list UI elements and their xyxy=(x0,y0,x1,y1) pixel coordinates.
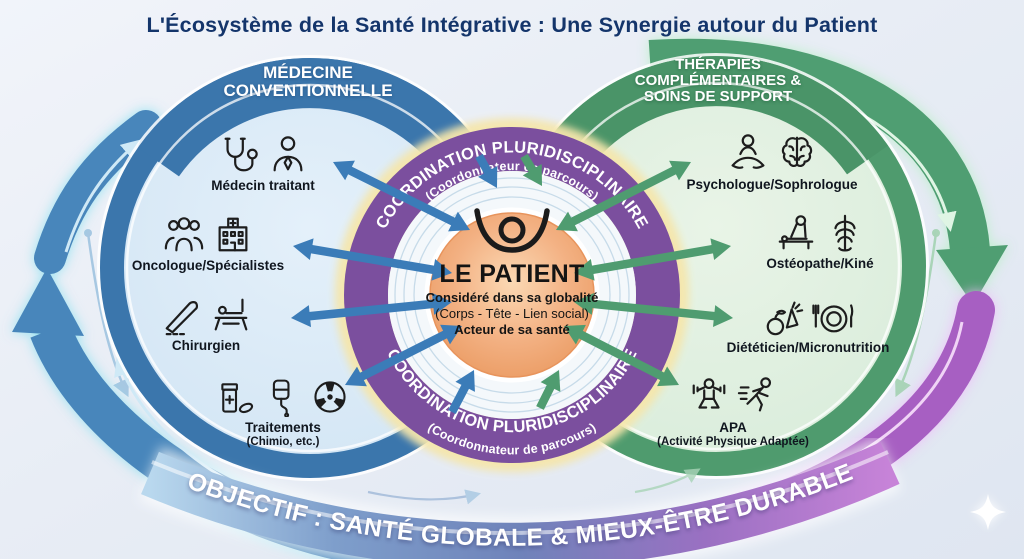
operating-table-icon xyxy=(214,298,247,331)
brain-icon xyxy=(781,136,812,167)
item-label: Chirurgien xyxy=(171,338,241,353)
item-traitements: Traitements (Chimio, etc.) xyxy=(183,376,383,448)
item-oncologue-specialistes: Oncologue/Spécialistes xyxy=(108,214,308,274)
item-psychologue-sophrologue: Psychologue/Sophrologue xyxy=(672,133,872,193)
iv-bag-icon xyxy=(272,379,290,417)
radiation-icon xyxy=(314,381,346,413)
left-swoosh-inner-arrow-2 xyxy=(64,139,141,253)
item-chirurgien: Chirurgien xyxy=(106,294,306,354)
patient-circle xyxy=(424,207,600,383)
item-label: Oncologue/Spécialistes xyxy=(131,258,285,273)
runner-icon xyxy=(737,377,771,412)
item-medecin-traitant: Médecin traitant xyxy=(163,134,363,194)
patient-block: LE PATIENT Considéré dans sa globalité (… xyxy=(422,261,602,338)
pill-bottle-icon xyxy=(221,383,254,414)
item-apa: APA (Activité Physique Adaptée) xyxy=(633,376,833,448)
item-osteopathe-kine: Ostéopathe/Kiné xyxy=(720,212,920,272)
patient-line1: Considéré dans sa globalité xyxy=(425,290,599,306)
item-label: Médecin traitant xyxy=(211,178,315,193)
item-sublabel: (Chimio, etc.) xyxy=(246,435,320,448)
stethoscope-icon xyxy=(224,137,258,172)
right-header-line1: THÉRAPIES xyxy=(675,56,761,73)
item-dieteticien-micronutrition: Diététicien/Micronutrition xyxy=(708,296,908,356)
decor-arrow-right xyxy=(634,468,701,494)
strength-icon xyxy=(692,378,725,409)
meditation-icon xyxy=(731,134,764,169)
patient-line3: Acteur de sa santé xyxy=(454,321,570,337)
item-label: Ostéopathe/Kiné xyxy=(766,256,874,271)
decor-arrow-left xyxy=(367,489,481,505)
medical-team-icon xyxy=(164,217,203,252)
exchange-arrows xyxy=(291,153,733,414)
guide-line-left xyxy=(84,229,129,398)
right-header-line2: COMPLÉMENTAIRES & xyxy=(634,72,802,90)
meal-plate-icon xyxy=(811,304,853,333)
doctor-icon xyxy=(273,136,302,172)
item-label: Traitements xyxy=(245,420,321,435)
left-header-line1: MÉDECINE xyxy=(263,63,353,82)
patient-name: LE PATIENT xyxy=(439,260,585,288)
massage-icon xyxy=(778,215,813,250)
objective-banner xyxy=(138,436,903,559)
patient-line2: (Corps - Tête - Lien social) xyxy=(435,306,589,322)
hospital-icon xyxy=(218,217,247,252)
vegetables-icon xyxy=(766,301,803,336)
ribcage-icon xyxy=(833,214,856,252)
person-arms-up-icon xyxy=(474,208,550,253)
left-circle-header: MÉDECINE CONVENTIONNELLE xyxy=(158,63,458,101)
item-label: Diététicien/Micronutrition xyxy=(726,340,890,355)
right-header-line3: SOINS DE SUPPORT xyxy=(643,88,793,106)
item-sublabel: (Activité Physique Adaptée) xyxy=(657,435,809,448)
sparkle-icon xyxy=(970,494,1006,530)
item-label: APA xyxy=(719,420,747,435)
scalpel-icon xyxy=(165,301,198,336)
left-header-line2: CONVENTIONNELLE xyxy=(223,81,393,101)
item-label: Psychologue/Sophrologue xyxy=(686,177,858,192)
page-title: L'Écosystème de la Santé Intégrative : U… xyxy=(146,13,878,37)
right-circle-header: THÉRAPIES COMPLÉMENTAIRES & SOINS DE SUP… xyxy=(568,56,868,106)
